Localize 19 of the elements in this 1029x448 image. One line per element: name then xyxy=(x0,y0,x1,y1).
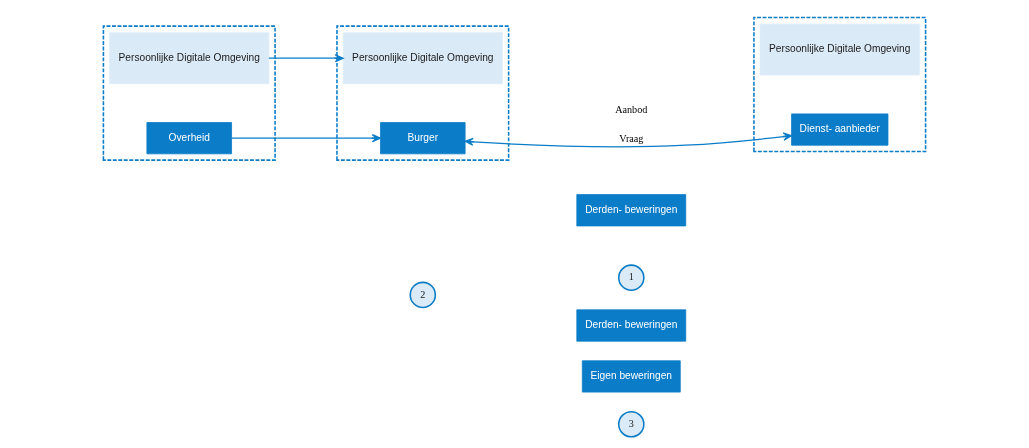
node-box: Dienst- aanbieder xyxy=(791,113,889,146)
node-box: Persoonlijke Digitale Omgeving xyxy=(759,23,920,76)
node-box: Derden- beweringen xyxy=(576,309,687,342)
node-box: Burger xyxy=(380,122,466,155)
node-box: Eigen beweringen xyxy=(581,360,681,393)
cluster xyxy=(753,16,927,153)
arrow xyxy=(464,132,793,148)
node-box: Derden- beweringen xyxy=(576,194,687,227)
cluster xyxy=(102,25,276,161)
arrow xyxy=(268,54,344,63)
arrow xyxy=(231,134,381,143)
label: Aanbod xyxy=(615,104,648,116)
node-box: Persoonlijke Digitale Omgeving xyxy=(342,32,503,85)
node-circle: 2 xyxy=(409,281,437,309)
node-box: Overheid xyxy=(146,122,232,155)
node-box: Persoonlijke Digitale Omgeving xyxy=(109,32,270,85)
edge-label: Vraag xyxy=(619,133,644,145)
node-circle: 1 xyxy=(617,264,645,291)
node-circle: 3 xyxy=(617,410,645,438)
